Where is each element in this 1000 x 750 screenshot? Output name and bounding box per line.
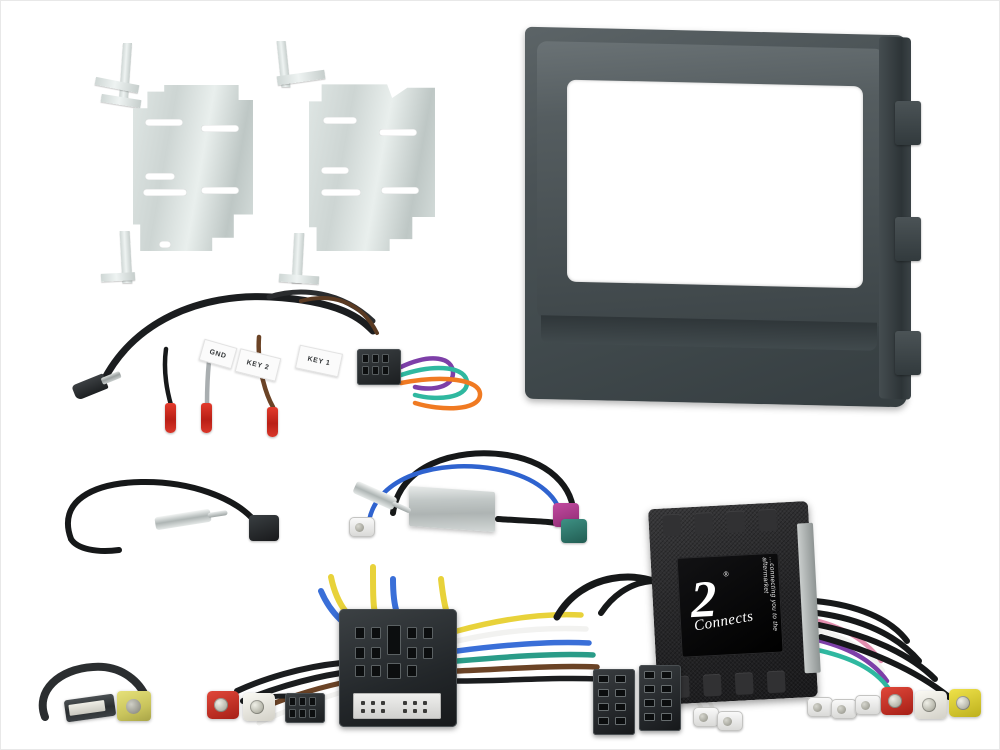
brand-tagline: ...connecting you to the aftermarket [760,556,779,632]
swc-patch-lead: GND KEY 2 KEY 1 [61,291,481,441]
phantom-power-amplifier-box [409,485,495,533]
spade-terminal-key2 [201,403,212,433]
usb-retention-lead [21,661,201,749]
fascia-radio-aperture [567,79,863,289]
wire-tag-gnd: GND [198,338,238,370]
usb-type-a-plug [63,693,117,723]
wire-tag-key2-text: KEY 2 [245,358,271,372]
spade-terminal-key1 [267,407,278,437]
fascia-clip-middle [895,217,921,261]
fascia-panel [525,26,921,408]
rca-white-input [243,693,275,721]
wire-tag-key1: KEY 1 [294,344,344,378]
quadlock-white-insert [353,693,441,719]
aux-molex-connector [285,693,325,723]
wire-tag-key1-text: KEY 1 [306,355,332,367]
antenna-din-plug [352,480,398,511]
rca-white-connector [915,691,947,719]
jack-3-5mm-plug [71,373,109,401]
module-rib [758,508,778,532]
module-rib [694,511,714,535]
brand-registered-icon: ® [723,571,729,579]
module-brand-label: 2 ® Connects ...connecting you to the af… [676,552,784,658]
fakra-black-connector [249,515,279,541]
rca-yellow-connector [949,689,981,717]
hsd-curry-connector [117,691,151,721]
module-rib [662,513,682,537]
module-rib [702,673,722,697]
rca-red-connector [881,687,913,715]
antenna-phantom-power-adaptor [331,431,611,561]
bullet-terminal [693,707,719,727]
wire-tag-gnd-text: GND [208,348,228,360]
bullet-terminal [831,699,857,719]
bullet-terminal [855,695,881,715]
spade-terminal-gnd [165,403,176,433]
din-aerial-plug [154,508,212,531]
fascia-clip-top [895,101,921,145]
module-rib [734,672,754,695]
swc-molex-connector [357,349,401,385]
aerial-adaptor-lead [41,471,279,571]
bracket-right [263,37,443,295]
rca-preout-set [807,665,997,749]
iso-connector-pair [593,665,703,745]
module-rib [766,670,786,694]
iso-block-speaker [639,665,681,731]
fakra-green-connector [561,519,587,543]
wire-tag-key2: KEY 2 [234,348,282,382]
bullet-terminal [717,711,743,731]
bracket-left [93,41,263,291]
rca-red-input [207,691,239,719]
mid-bullet-pair [693,701,753,745]
fascia-clip-bottom [895,331,921,375]
iso-block-power [593,669,635,735]
phantom-power-bullet-terminal [349,517,375,537]
module-rib [726,510,746,534]
quadlock-connector [339,609,457,727]
rca-input-pair [207,687,337,747]
bullet-terminal [807,697,833,717]
